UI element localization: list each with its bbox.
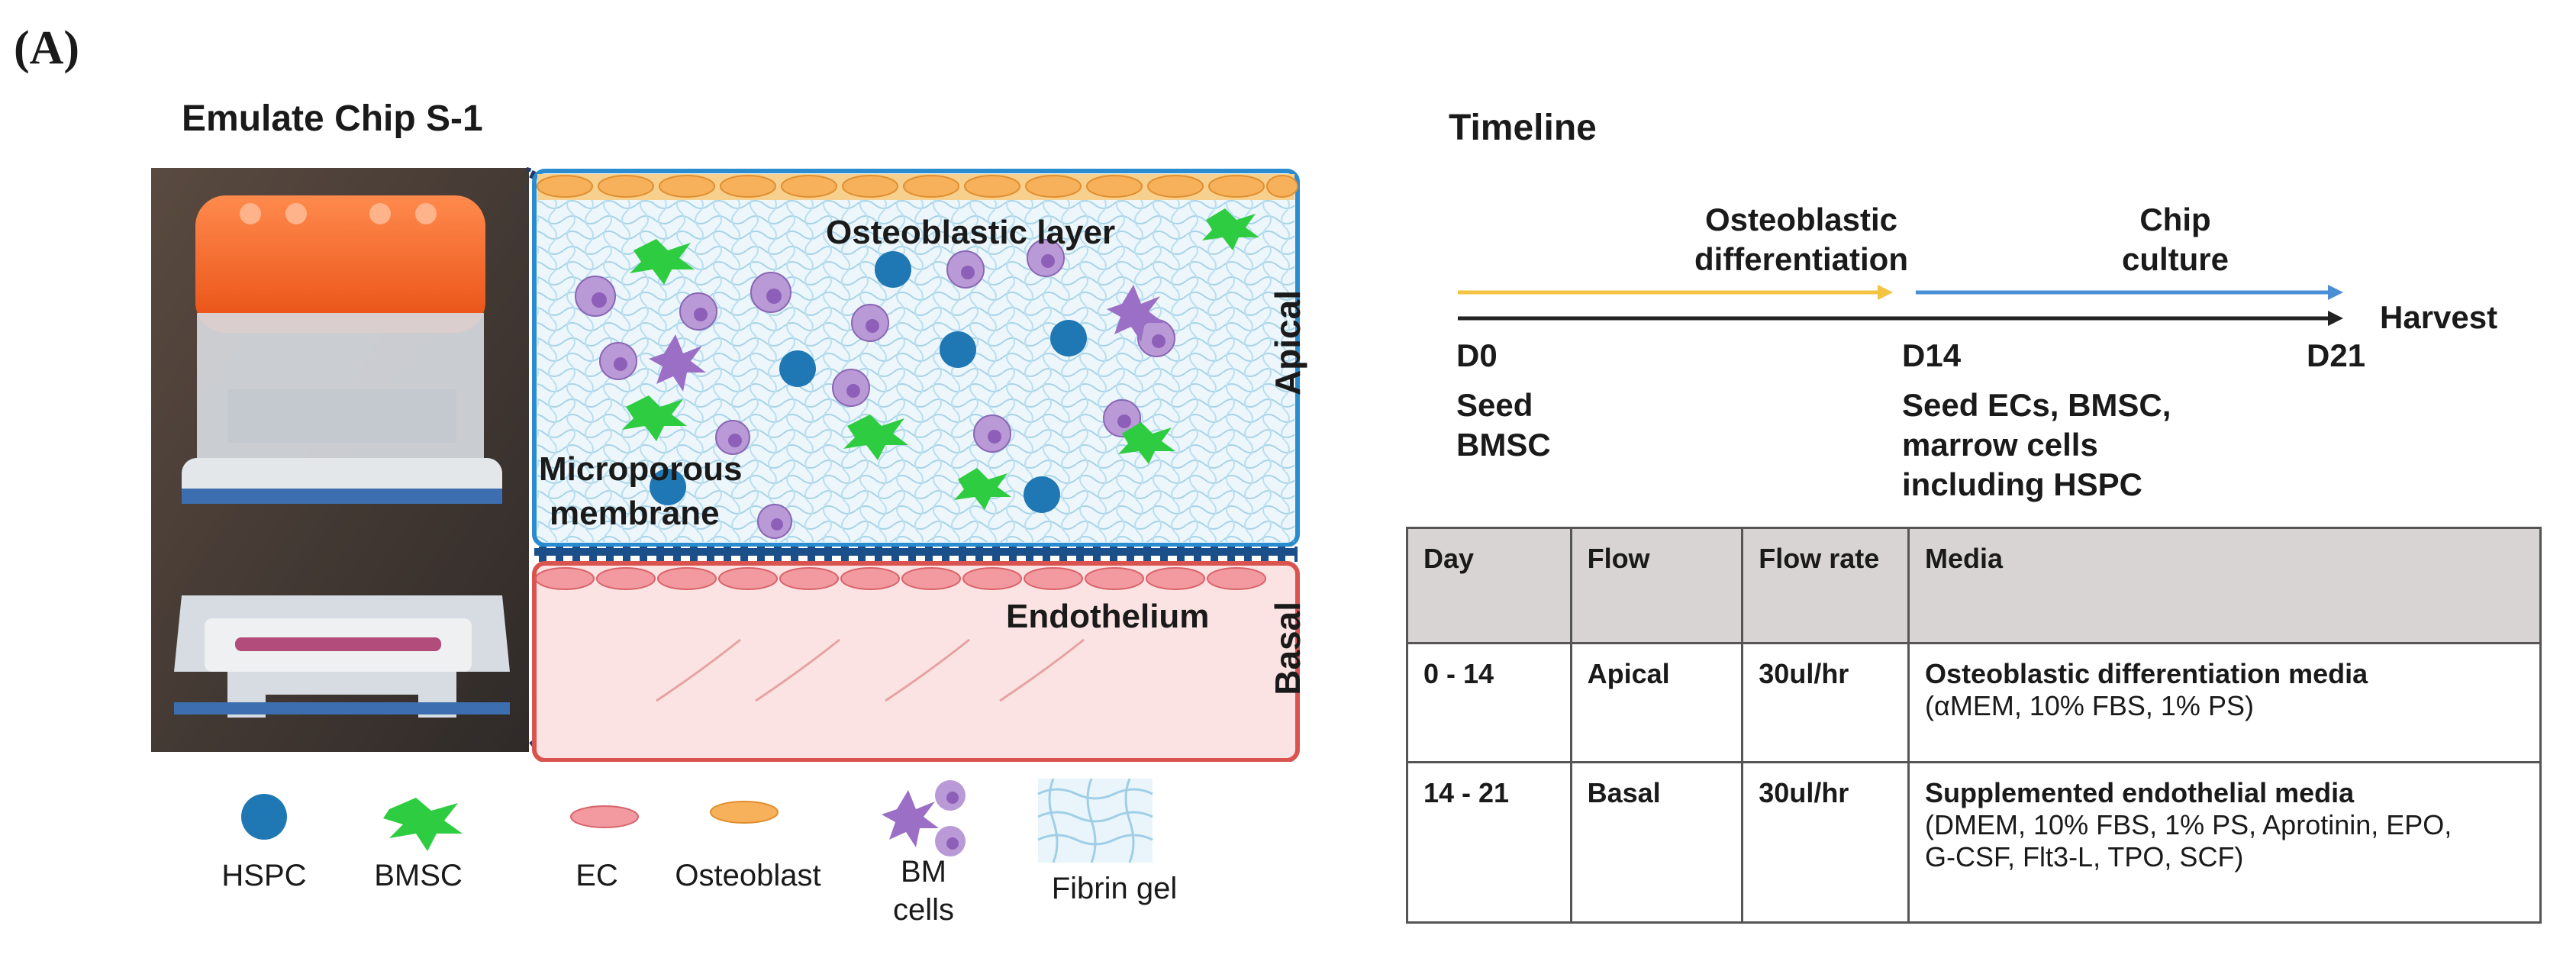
harvest-label: Harvest (2380, 299, 2498, 335)
header-day: Day (1406, 527, 1572, 644)
d0-note-line2: BMSC (1456, 427, 1551, 463)
phase1-line2: differentiation (1694, 241, 1908, 277)
phase2-line1: Chip (2139, 202, 2211, 237)
d14-note-line3: including HSPC (1902, 466, 2142, 502)
cell-rate: 30ul/hr (1741, 761, 1910, 924)
bm-cells-legend-icon (882, 780, 966, 856)
header-flow-rate: Flow rate (1741, 527, 1910, 644)
media-detail: (DMEM, 10% FBS, 1% PS, Aprotinin, EPO, (1925, 809, 2452, 841)
osteoblastic-layer-label: Osteoblastic layer (826, 214, 1116, 251)
ec-layer (535, 567, 1266, 590)
phase1-line1: Osteoblastic (1704, 202, 1898, 237)
cell-rate: 30ul/hr (1741, 641, 1910, 764)
media-table: Day Flow Flow rate Media 0 - 14 Apical 3… (1406, 527, 2542, 924)
apical-label: Apical (1268, 290, 1307, 396)
chip-title: Emulate Chip S-1 (182, 98, 483, 139)
d14-note-line2: marrow cells (1902, 427, 2098, 463)
bm-cells (575, 239, 1175, 539)
d21-label: D21 (2307, 337, 2366, 373)
table-row: 14 - 21 Basal 30ul/hr Supplemented endot… (1406, 761, 2542, 924)
phase2-line2: culture (2121, 241, 2229, 277)
cell-media: Supplemented endothelial media (DMEM, 10… (1907, 761, 2542, 924)
cell-flow: Apical (1569, 641, 1744, 764)
d0-note-line1: Seed (1456, 387, 1533, 423)
cell-day: 14 - 21 (1406, 761, 1572, 924)
d14-label: D14 (1902, 337, 1962, 373)
timeline-arrows (1458, 285, 2343, 326)
legend-bm-line2: cells (892, 893, 955, 927)
hspc-cells (650, 251, 1087, 513)
chip-photo (151, 168, 529, 752)
osteoblast-legend-icon (710, 801, 779, 824)
membrane-label: membrane (550, 495, 720, 532)
endothelium-label: Endothelium (1006, 598, 1210, 635)
legend-bm-line1: BM (901, 855, 946, 889)
legend-icons (241, 779, 1153, 863)
legend-ec: EC (575, 859, 618, 892)
basal-label: Basal (1268, 602, 1307, 695)
bmsc-legend-icon (383, 798, 463, 851)
osteoblast-layer (537, 174, 1298, 200)
fibrin-legend-icon (1037, 779, 1153, 863)
microporous-label: Microporous (539, 450, 743, 488)
legend-bmsc: BMSC (374, 859, 463, 892)
legend-hspc: HSPC (221, 859, 307, 892)
cell-flow: Basal (1569, 761, 1744, 924)
cell-day: 0 - 14 (1406, 641, 1572, 764)
cell-media: Osteoblastic differentiation media (αMEM… (1907, 641, 2542, 764)
legend-osteoblast: Osteoblast (675, 859, 821, 892)
legend-fibrin: Fibrin gel (1051, 872, 1178, 905)
media-title: Supplemented endothelial media (1925, 777, 2355, 809)
panel-label: (A) (14, 22, 80, 74)
timeline-title: Timeline (1449, 108, 1597, 148)
header-media: Media (1907, 527, 2542, 644)
chip-cross-section (527, 166, 1300, 762)
media-title: Osteoblastic differentiation media (1925, 658, 2368, 689)
table-header-row: Day Flow Flow rate Media (1406, 527, 2542, 644)
bmsc-cells (622, 208, 1259, 510)
header-flow: Flow (1569, 527, 1744, 644)
ec-legend-icon (570, 805, 639, 828)
media-detail: (αMEM, 10% FBS, 1% PS) (1925, 690, 2254, 721)
media-detail: G-CSF, Flt3-L, TPO, SCF) (1925, 841, 2244, 873)
d14-note-line1: Seed ECs, BMSC, (1902, 387, 2171, 423)
hspc-legend-icon (241, 794, 287, 840)
d0-label: D0 (1456, 337, 1498, 373)
table-row: 0 - 14 Apical 30ul/hr Osteoblastic diffe… (1406, 641, 2542, 764)
